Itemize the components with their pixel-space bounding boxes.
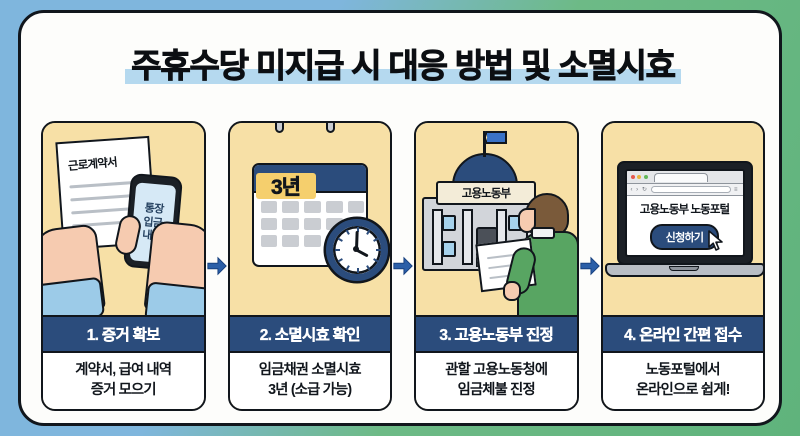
step-2-illustration: 3년 <box>229 123 390 315</box>
three-year-highlight: 3년 <box>255 173 316 200</box>
minimize-dot-icon <box>637 175 641 179</box>
step-card-3[interactable]: 고용노동부 3. 고용노동부 진정 관할 고용노 <box>414 121 579 411</box>
page-title: 주휴수당 미지급 시 대응 방법 및 소멸시효 <box>21 47 785 85</box>
document-title-text: 근로계약서 <box>67 156 118 173</box>
laptop-icon: ‹ › ↻ ≡ 고용노동부 노동포털 신청하기 <box>616 161 753 265</box>
arrow-2-3 <box>392 121 414 411</box>
nav-arrows-icon[interactable]: ‹ › ↻ <box>630 187 648 193</box>
browser-tab[interactable] <box>654 172 708 182</box>
browser-titlebar <box>626 171 743 184</box>
step-4-label: 4. 온라인 간편 접수 <box>602 315 763 353</box>
close-dot-icon <box>630 175 635 179</box>
content-panel: 주휴수당 미지급 시 대응 방법 및 소멸시효 근로계약서 <box>18 10 782 426</box>
arrow-3-4 <box>579 121 601 411</box>
person-hand-icon <box>502 281 521 301</box>
right-arrow-icon <box>393 256 413 276</box>
clock-icon <box>325 219 388 281</box>
browser-toolbar: ‹ › ↻ ≡ <box>626 184 743 196</box>
calendar-ring-left <box>274 123 284 133</box>
laptop-screen: ‹ › ↻ ≡ 고용노동부 노동포털 신청하기 <box>624 169 745 257</box>
maximize-dot-icon <box>643 175 648 179</box>
address-bar[interactable] <box>650 186 731 193</box>
step-1-caption: 계약서, 급여 내역 증거 모으기 <box>43 353 204 409</box>
building-sign: 고용노동부 <box>436 181 536 205</box>
building-sign-text: 고용노동부 <box>461 188 511 200</box>
step-2-label: 2. 소멸시효 확인 <box>229 315 390 353</box>
step-card-4[interactable]: ‹ › ↻ ≡ 고용노동부 노동포털 신청하기 <box>600 121 765 411</box>
flag-pole <box>483 131 486 157</box>
menu-icon[interactable]: ≡ <box>733 186 739 193</box>
portal-title: 고용노동부 노동포털 <box>639 204 730 216</box>
step-4-illustration: ‹ › ↻ ≡ 고용노동부 노동포털 신청하기 <box>602 123 763 315</box>
step-card-1[interactable]: 근로계약서 통장 입금 내역 <box>41 121 206 411</box>
three-year-text: 3년 <box>271 176 302 200</box>
flag-icon <box>485 131 507 144</box>
person-collar <box>530 227 555 239</box>
right-arrow-icon <box>579 256 600 276</box>
title-highlight <box>125 68 681 84</box>
step-2-caption: 임금채권 소멸시효 3년 (소급 가능) <box>229 353 390 409</box>
left-sleeve-icon <box>43 276 106 315</box>
phone-line-1: 통장 <box>144 201 165 216</box>
calendar-ring-right <box>325 123 335 133</box>
step-1-illustration: 근로계약서 통장 입금 내역 <box>43 123 204 315</box>
step-3-caption: 관할 고용노동청에 임금체불 진정 <box>416 353 577 409</box>
step-3-illustration: 고용노동부 <box>416 123 577 315</box>
mouse-cursor-icon <box>707 230 723 251</box>
title-text: 주휴수당 미지급 시 대응 방법 및 소멸시효 <box>131 47 677 85</box>
step-3-label: 3. 고용노동부 진정 <box>416 315 577 353</box>
browser-page-content: 고용노동부 노동포털 신청하기 <box>627 196 743 255</box>
right-sleeve-icon <box>143 281 204 315</box>
steps-row: 근로계약서 통장 입금 내역 <box>41 121 765 411</box>
laptop-notch <box>668 266 699 271</box>
right-arrow-icon <box>206 256 227 276</box>
arrow-1-2 <box>206 121 228 411</box>
step-1-label: 1. 증거 확보 <box>43 315 204 353</box>
step-card-2[interactable]: 3년 <box>227 121 392 411</box>
step-4-caption: 노동포털에서 온라인으로 쉽게! <box>602 353 763 409</box>
